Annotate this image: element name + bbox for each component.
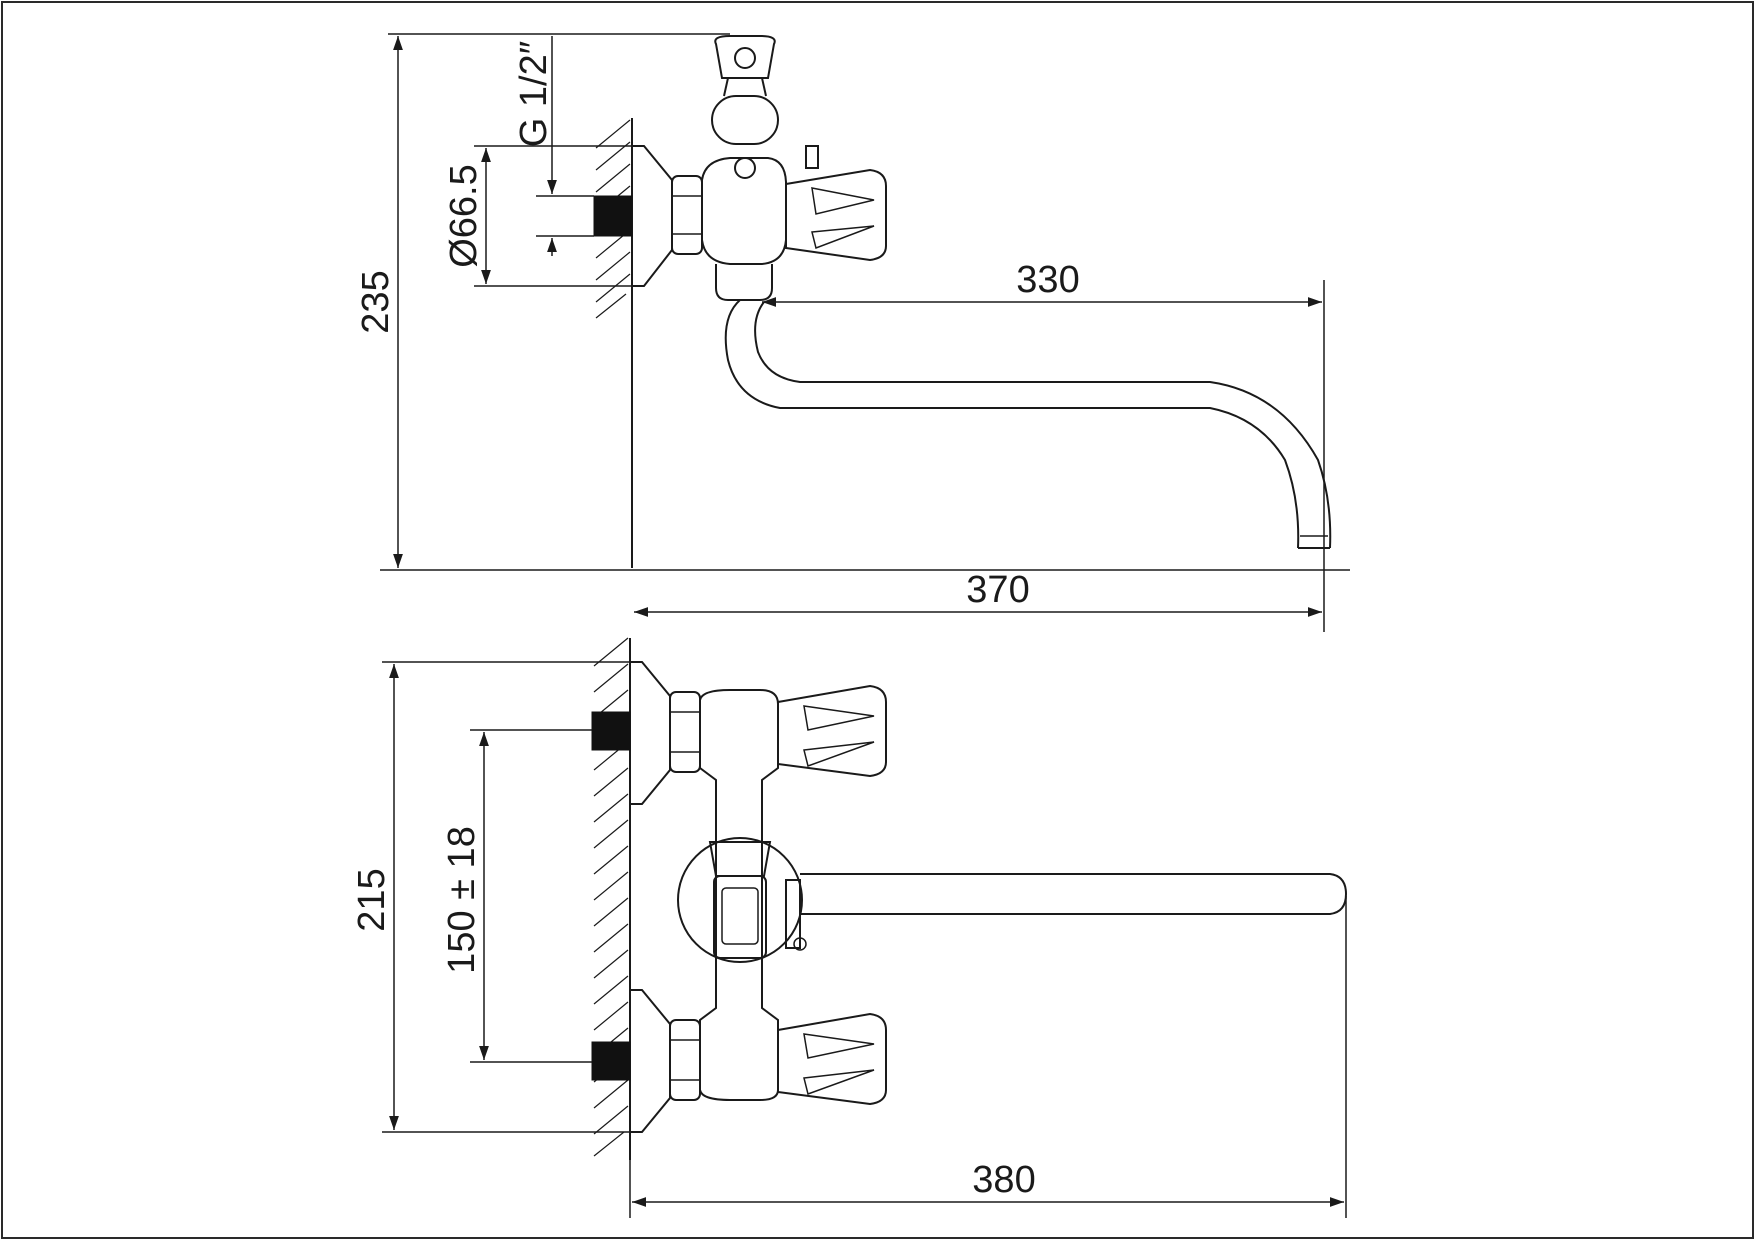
flange-top	[632, 145, 673, 287]
dim-215-label: 215	[351, 868, 393, 931]
dim-thread-label: G 1/2″	[513, 41, 555, 147]
diverter-lever-top	[805, 145, 819, 169]
dim-flange-label: Ø66.5	[443, 164, 485, 268]
shower-holder-top	[714, 35, 776, 79]
mixer-body-top	[701, 157, 787, 265]
dim-330-label: 330	[1016, 259, 1079, 301]
shower-holder-front	[708, 841, 772, 877]
spout-inner-top	[754, 301, 1332, 549]
spout-front	[800, 873, 1348, 915]
handle-front-upper	[777, 684, 887, 778]
inlet-pipe-lower	[591, 1041, 631, 1081]
flange-front-upper	[630, 661, 671, 805]
spout-outer-top	[724, 299, 1300, 549]
dim-150-label: 150 ± 18	[441, 826, 483, 974]
diverter-knob-front	[713, 875, 767, 959]
nut-front-upper	[669, 691, 701, 773]
inlet-pipe-upper	[591, 711, 631, 751]
wall-hatch-top	[595, 118, 633, 568]
nut-front-lower	[669, 1019, 701, 1101]
front-view: 215 150 ± 18 380	[351, 637, 1348, 1218]
dim-235-label: 235	[355, 270, 397, 333]
top-view: 235 Ø66.5 G 1/2″ 330 370	[355, 33, 1350, 632]
spout-connector-top	[715, 264, 773, 301]
flange-front-lower	[630, 989, 671, 1133]
handle-front-lower	[777, 1012, 887, 1106]
nut-top	[671, 175, 703, 255]
dim-370-label: 370	[966, 569, 1029, 611]
inlet-pipe-top	[593, 195, 633, 237]
handle-top	[785, 168, 887, 262]
diverter-lever-front	[785, 879, 801, 949]
diverter-housing-front	[677, 837, 803, 963]
dim-380-label: 380	[972, 1159, 1035, 1201]
diverter-knob-top	[711, 95, 779, 145]
